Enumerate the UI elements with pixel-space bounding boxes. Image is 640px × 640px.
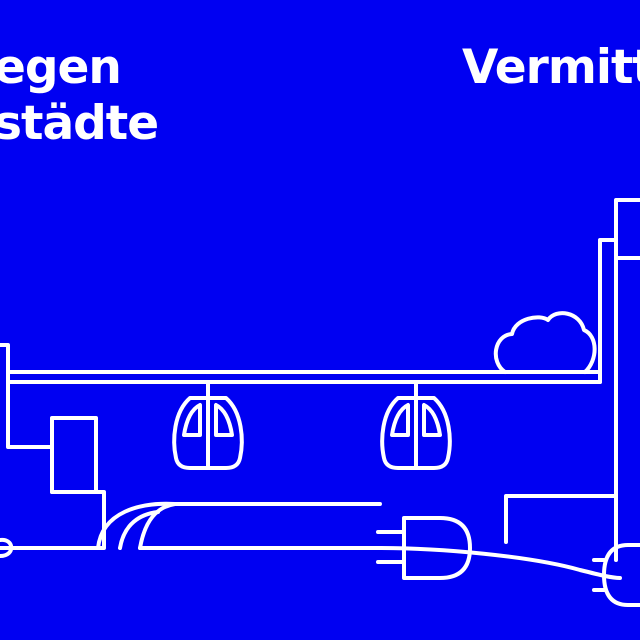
cable-car-icon	[380, 380, 452, 470]
headline-right: Vermitt	[462, 40, 640, 96]
plug-icon	[592, 543, 640, 607]
headline-left-line-1: egen	[0, 40, 122, 95]
headline-right-line-1: Vermitt	[462, 40, 640, 95]
left-buildings-icon	[0, 343, 106, 550]
power-cable-icon	[0, 501, 622, 580]
right-buildings-icon	[598, 198, 640, 562]
plug-icon	[376, 516, 472, 580]
tree-icon	[493, 311, 597, 374]
headline-left: egen städte	[0, 40, 159, 152]
cable-rope	[6, 370, 602, 384]
cable-car-icon	[172, 380, 244, 470]
headline-left-line-2: städte	[0, 96, 159, 151]
lower-right-block	[504, 494, 618, 544]
